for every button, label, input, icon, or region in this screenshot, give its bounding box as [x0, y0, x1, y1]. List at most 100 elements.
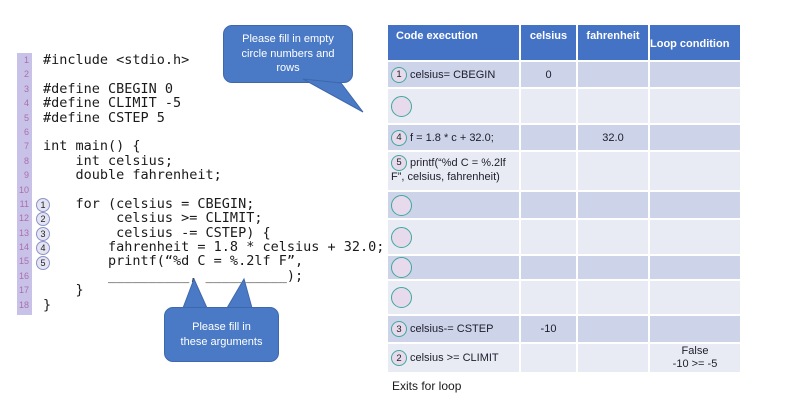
table-row: 3 celsius-= CSTEP -10: [388, 316, 740, 344]
empty-step-circle: [391, 95, 412, 117]
step-circle: 3: [391, 321, 407, 337]
line-number: 16: [18, 270, 29, 281]
cell-fahrenheit: [578, 220, 650, 254]
cell-fahrenheit: [578, 344, 650, 372]
step-circle: 1: [391, 66, 407, 83]
callout-tail: [302, 78, 364, 113]
line-number: 13: [18, 227, 29, 238]
empty-step-circle: [391, 257, 412, 278]
cell-fahrenheit: [578, 152, 650, 190]
step-circle: 5: [391, 155, 407, 171]
header-loop-condition: Loop condition: [650, 25, 740, 60]
code-step-marker-2: 2: [36, 212, 50, 226]
callout-tails: [182, 278, 253, 309]
code-line: [43, 125, 384, 139]
code-step-marker-5: 5: [36, 256, 50, 270]
cell-text: f = 1.8 * c + 32.0;: [410, 131, 494, 144]
line-number: 6: [23, 126, 29, 137]
cell-text: celsius= CBEGIN: [410, 68, 496, 81]
line-number: 10: [18, 184, 29, 195]
table-row: [388, 89, 740, 125]
header-fahrenheit: fahrenheit: [578, 25, 650, 60]
cell-text: printf(“%d C = %.2lf F”, celsius, fahren…: [391, 156, 506, 183]
cell-celsius: 0: [521, 62, 578, 87]
exits-for-loop-label: Exits for loop: [392, 379, 462, 393]
code-line: double fahrenheit;: [43, 167, 222, 184]
cell-celsius: [521, 192, 578, 218]
cell-loop-condition: False -10 >= -5: [650, 344, 740, 372]
callout-text: rows: [276, 62, 300, 75]
line-number-strip: 1 2 3 4 5 6 7 8 9 10 11 12 13 14 15 16 1…: [17, 53, 32, 315]
loop-condition-result: False: [681, 344, 709, 357]
code-line: __________, __________);: [43, 267, 304, 284]
table-row: 2 celsius >= CLIMIT False -10 >= -5: [388, 344, 740, 374]
cell-loop-condition: [650, 89, 740, 123]
table-row: [388, 220, 740, 256]
cell-celsius: [521, 344, 578, 372]
cell-loop-condition: [650, 125, 740, 150]
table-row: [388, 192, 740, 220]
line-number: 3: [23, 83, 29, 94]
empty-step-circle: [391, 194, 412, 216]
cell-code-execution: [388, 89, 521, 123]
cell-celsius: [521, 256, 578, 279]
line-number: 7: [23, 141, 29, 152]
table-header-row: Code execution celsius fahrenheit Loop c…: [388, 25, 740, 62]
cell-code-execution: 2 celsius >= CLIMIT: [388, 344, 521, 372]
callout-fill-arguments: Please fill in these arguments: [164, 307, 279, 362]
callout-text: circle numbers and: [241, 47, 335, 60]
line-number: 14: [18, 242, 29, 253]
code-step-marker-3: 3: [36, 227, 50, 241]
cell-code-execution: [388, 192, 521, 218]
cell-celsius: [521, 152, 578, 190]
line-number: 2: [23, 69, 29, 80]
code-line: #define CBEGIN 0: [43, 80, 174, 97]
cell-fahrenheit: [578, 256, 650, 279]
step-circle: 4: [391, 129, 407, 146]
table-row: 1 celsius= CBEGIN 0: [388, 62, 740, 89]
cell-loop-condition: [650, 256, 740, 279]
source-code: #include <stdio.h> #define CBEGIN 0 #def…: [43, 53, 384, 312]
empty-step-circle: [391, 287, 412, 308]
cell-fahrenheit: 32.0: [578, 125, 650, 150]
line-number: 9: [23, 170, 29, 181]
table-row: [388, 256, 740, 281]
cell-code-execution: [388, 220, 521, 254]
cell-code-execution: [388, 281, 521, 314]
empty-step-circle: [391, 226, 412, 248]
line-number: 12: [18, 213, 29, 224]
line-number: 5: [23, 112, 29, 123]
table-row: [388, 281, 740, 316]
table-row: 4 f = 1.8 * c + 32.0; 32.0: [388, 125, 740, 152]
code-line: }: [43, 296, 52, 313]
code-step-marker-1: 1: [36, 198, 50, 212]
cell-fahrenheit: [578, 62, 650, 87]
callout-text: these arguments: [180, 335, 263, 348]
cell-loop-condition: [650, 220, 740, 254]
cell-loop-condition: [650, 192, 740, 218]
code-line: celsius -= CSTEP) {: [43, 224, 271, 241]
line-number: 8: [23, 155, 29, 166]
cell-loop-condition: [650, 152, 740, 190]
cell-fahrenheit: [578, 192, 650, 218]
cell-fahrenheit: [578, 89, 650, 123]
cell-fahrenheit: [578, 281, 650, 314]
code-line: #include <stdio.h>: [43, 52, 190, 68]
code-line: int main() {: [43, 138, 141, 155]
cell-code-execution: [388, 256, 521, 279]
line-number: 18: [18, 299, 29, 310]
code-line: for (celsius = CBEGIN;: [43, 195, 255, 212]
line-number: 1: [23, 55, 29, 65]
cell-celsius: [521, 125, 578, 150]
code-line: int celsius;: [43, 152, 174, 169]
cell-fahrenheit: [578, 316, 650, 342]
code-step-marker-4: 4: [36, 241, 50, 255]
callout-fill-circles: Please fill in empty circle numbers and …: [223, 25, 353, 83]
line-number: 15: [18, 256, 29, 267]
cell-text: celsius-= CSTEP: [410, 323, 494, 335]
cell-code-execution: 1 celsius= CBEGIN: [388, 62, 521, 87]
line-number: 17: [18, 285, 29, 296]
line-number: 4: [23, 98, 29, 109]
